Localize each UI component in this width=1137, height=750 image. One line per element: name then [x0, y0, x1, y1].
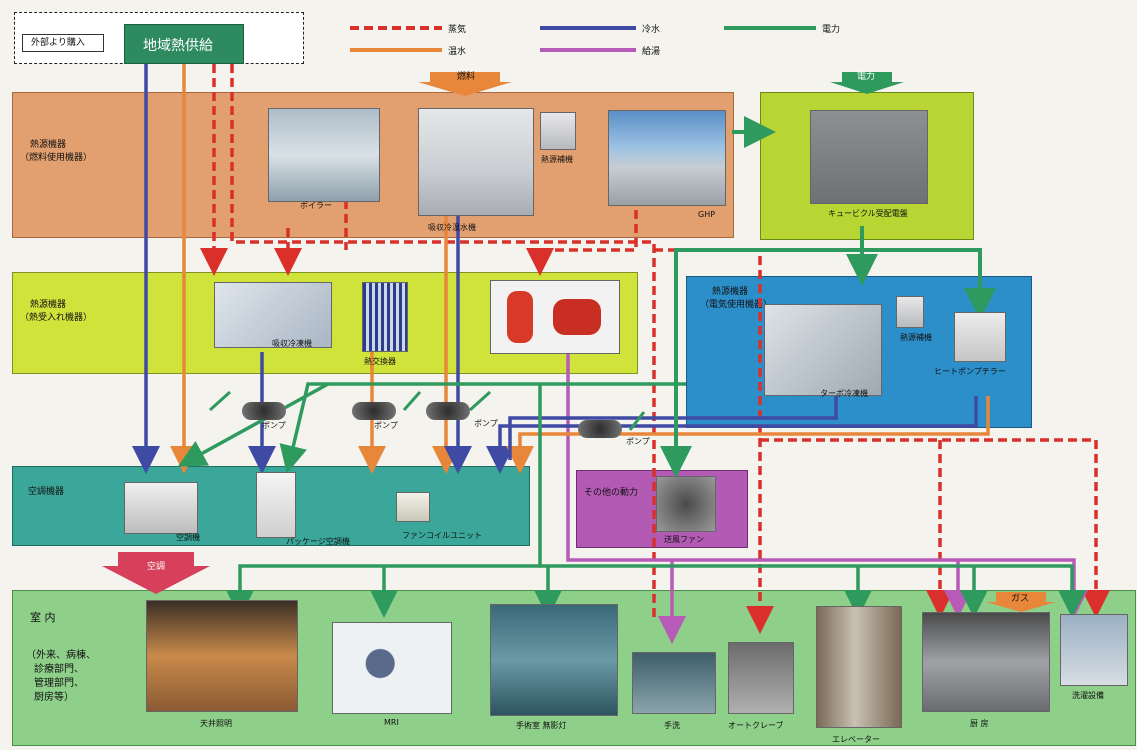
fcu-photo	[396, 492, 430, 522]
package-ac-photo	[256, 472, 296, 538]
legend-supply-hot-water: 給湯	[642, 44, 660, 57]
electric-aux-photo	[896, 296, 924, 328]
absorption-chiller-caption: 吸収冷凍機	[272, 338, 312, 349]
heat-receiving-title: 熱源機器	[30, 300, 66, 311]
legend-steam: 蒸気	[448, 22, 466, 35]
electric-equipment-title: 熱源機器	[712, 287, 748, 298]
ahu-caption: 空調機	[176, 532, 200, 543]
legend-hot-water: 温水	[448, 44, 466, 57]
hand-wash-photo	[632, 652, 716, 714]
legend-power: 電力	[822, 22, 840, 35]
heat-pump-caption: ヒートポンプチラー	[934, 366, 1006, 377]
pump-2-caption: ポンプ	[374, 420, 398, 431]
indoor-desc-2: 診療部門、	[34, 664, 84, 676]
fan-caption: 送風ファン	[664, 534, 704, 545]
pump-4-caption: ポンプ	[626, 436, 650, 447]
pump-2-icon	[352, 402, 396, 420]
aircon-tag: 空調	[136, 560, 176, 574]
indoor-desc-3: 管理部門、	[34, 678, 84, 690]
pump-3-caption: ポンプ	[474, 418, 498, 429]
heat-pump-photo	[954, 312, 1006, 362]
ghp-caption: GHP	[698, 210, 715, 219]
pump-1-icon	[242, 402, 286, 420]
heat-exchanger-caption: 熱交換器	[364, 356, 396, 367]
gas-tag: ガス	[1000, 592, 1040, 606]
fuel-equipment-title: 熱源機器	[30, 140, 66, 151]
purchase-label: 外部より購入	[31, 38, 85, 49]
laundry-photo	[1060, 614, 1128, 686]
heat-receiving-subtitle: （熱受入れ機器）	[20, 313, 92, 324]
electric-aux-caption: 熱源補機	[900, 332, 932, 343]
cubicle-photo	[810, 110, 928, 204]
fuel-equipment-subtitle: （燃料使用機器）	[20, 153, 92, 164]
elevator-caption: エレベーター	[832, 734, 880, 745]
ceiling-light-photo	[146, 600, 298, 712]
fuel-tag: 燃料	[446, 70, 486, 84]
ahu-photo	[124, 482, 198, 534]
purchase-label-box: 外部より購入	[22, 34, 104, 52]
kitchen-photo	[922, 612, 1050, 712]
hand-wash-caption: 手洗	[664, 720, 680, 731]
ghp-photo	[608, 110, 726, 206]
autoclave-caption: オートクレーブ	[728, 720, 784, 731]
laundry-caption: 洗濯設備	[1072, 690, 1104, 701]
legend-chilled-water: 冷水	[642, 22, 660, 35]
electric-equipment-subtitle: （電気使用機器）	[700, 300, 772, 311]
ceiling-light-caption: 天井照明	[200, 718, 232, 729]
absorption-chiller-heater-photo	[418, 108, 534, 216]
boiler-caption: ボイラー	[300, 200, 332, 211]
heat-exchanger-photo	[362, 282, 408, 352]
tank-icon	[507, 291, 533, 343]
operating-room-photo	[490, 604, 618, 716]
other-power-title: その他の動力	[584, 488, 638, 499]
district-heat-label: 地域熱供給	[143, 38, 213, 54]
autoclave-photo	[728, 642, 794, 714]
kitchen-caption: 厨 房	[970, 718, 989, 729]
absorption-chiller-heater-caption: 吸収冷温水機	[428, 222, 476, 233]
pump-4-icon	[578, 420, 622, 438]
elevator-photo	[816, 606, 902, 728]
operating-room-caption: 手術室 無影灯	[516, 720, 567, 731]
ac-equipment-title: 空調機器	[28, 487, 64, 498]
pump-3-icon	[426, 402, 470, 420]
power-tag: 電力	[846, 70, 886, 84]
fan-photo	[656, 476, 716, 532]
tank-photo	[490, 280, 620, 354]
boiler-photo	[268, 108, 380, 202]
turbo-chiller-caption: ターボ冷凍機	[820, 388, 868, 399]
pump-tank-icon	[553, 299, 601, 335]
package-ac-caption: パッケージ空調機	[286, 536, 350, 547]
mri-photo	[332, 622, 452, 714]
indoor-title: 室 内	[30, 612, 56, 623]
mri-caption: MRI	[384, 718, 399, 727]
indoor-desc-1: （外来、病棟、	[26, 650, 96, 662]
district-heat-box: 地域熱供給	[124, 24, 244, 64]
cubicle-caption: キュービクル受配電盤	[828, 208, 908, 219]
cooling-tower-caption: 熱源補機	[541, 154, 573, 165]
cooling-tower-photo	[540, 112, 576, 150]
indoor-desc-4: 厨房等）	[34, 692, 74, 704]
turbo-chiller-photo	[764, 304, 882, 396]
fcu-caption: ファンコイルユニット	[402, 530, 482, 541]
pump-1-caption: ポンプ	[262, 420, 286, 431]
